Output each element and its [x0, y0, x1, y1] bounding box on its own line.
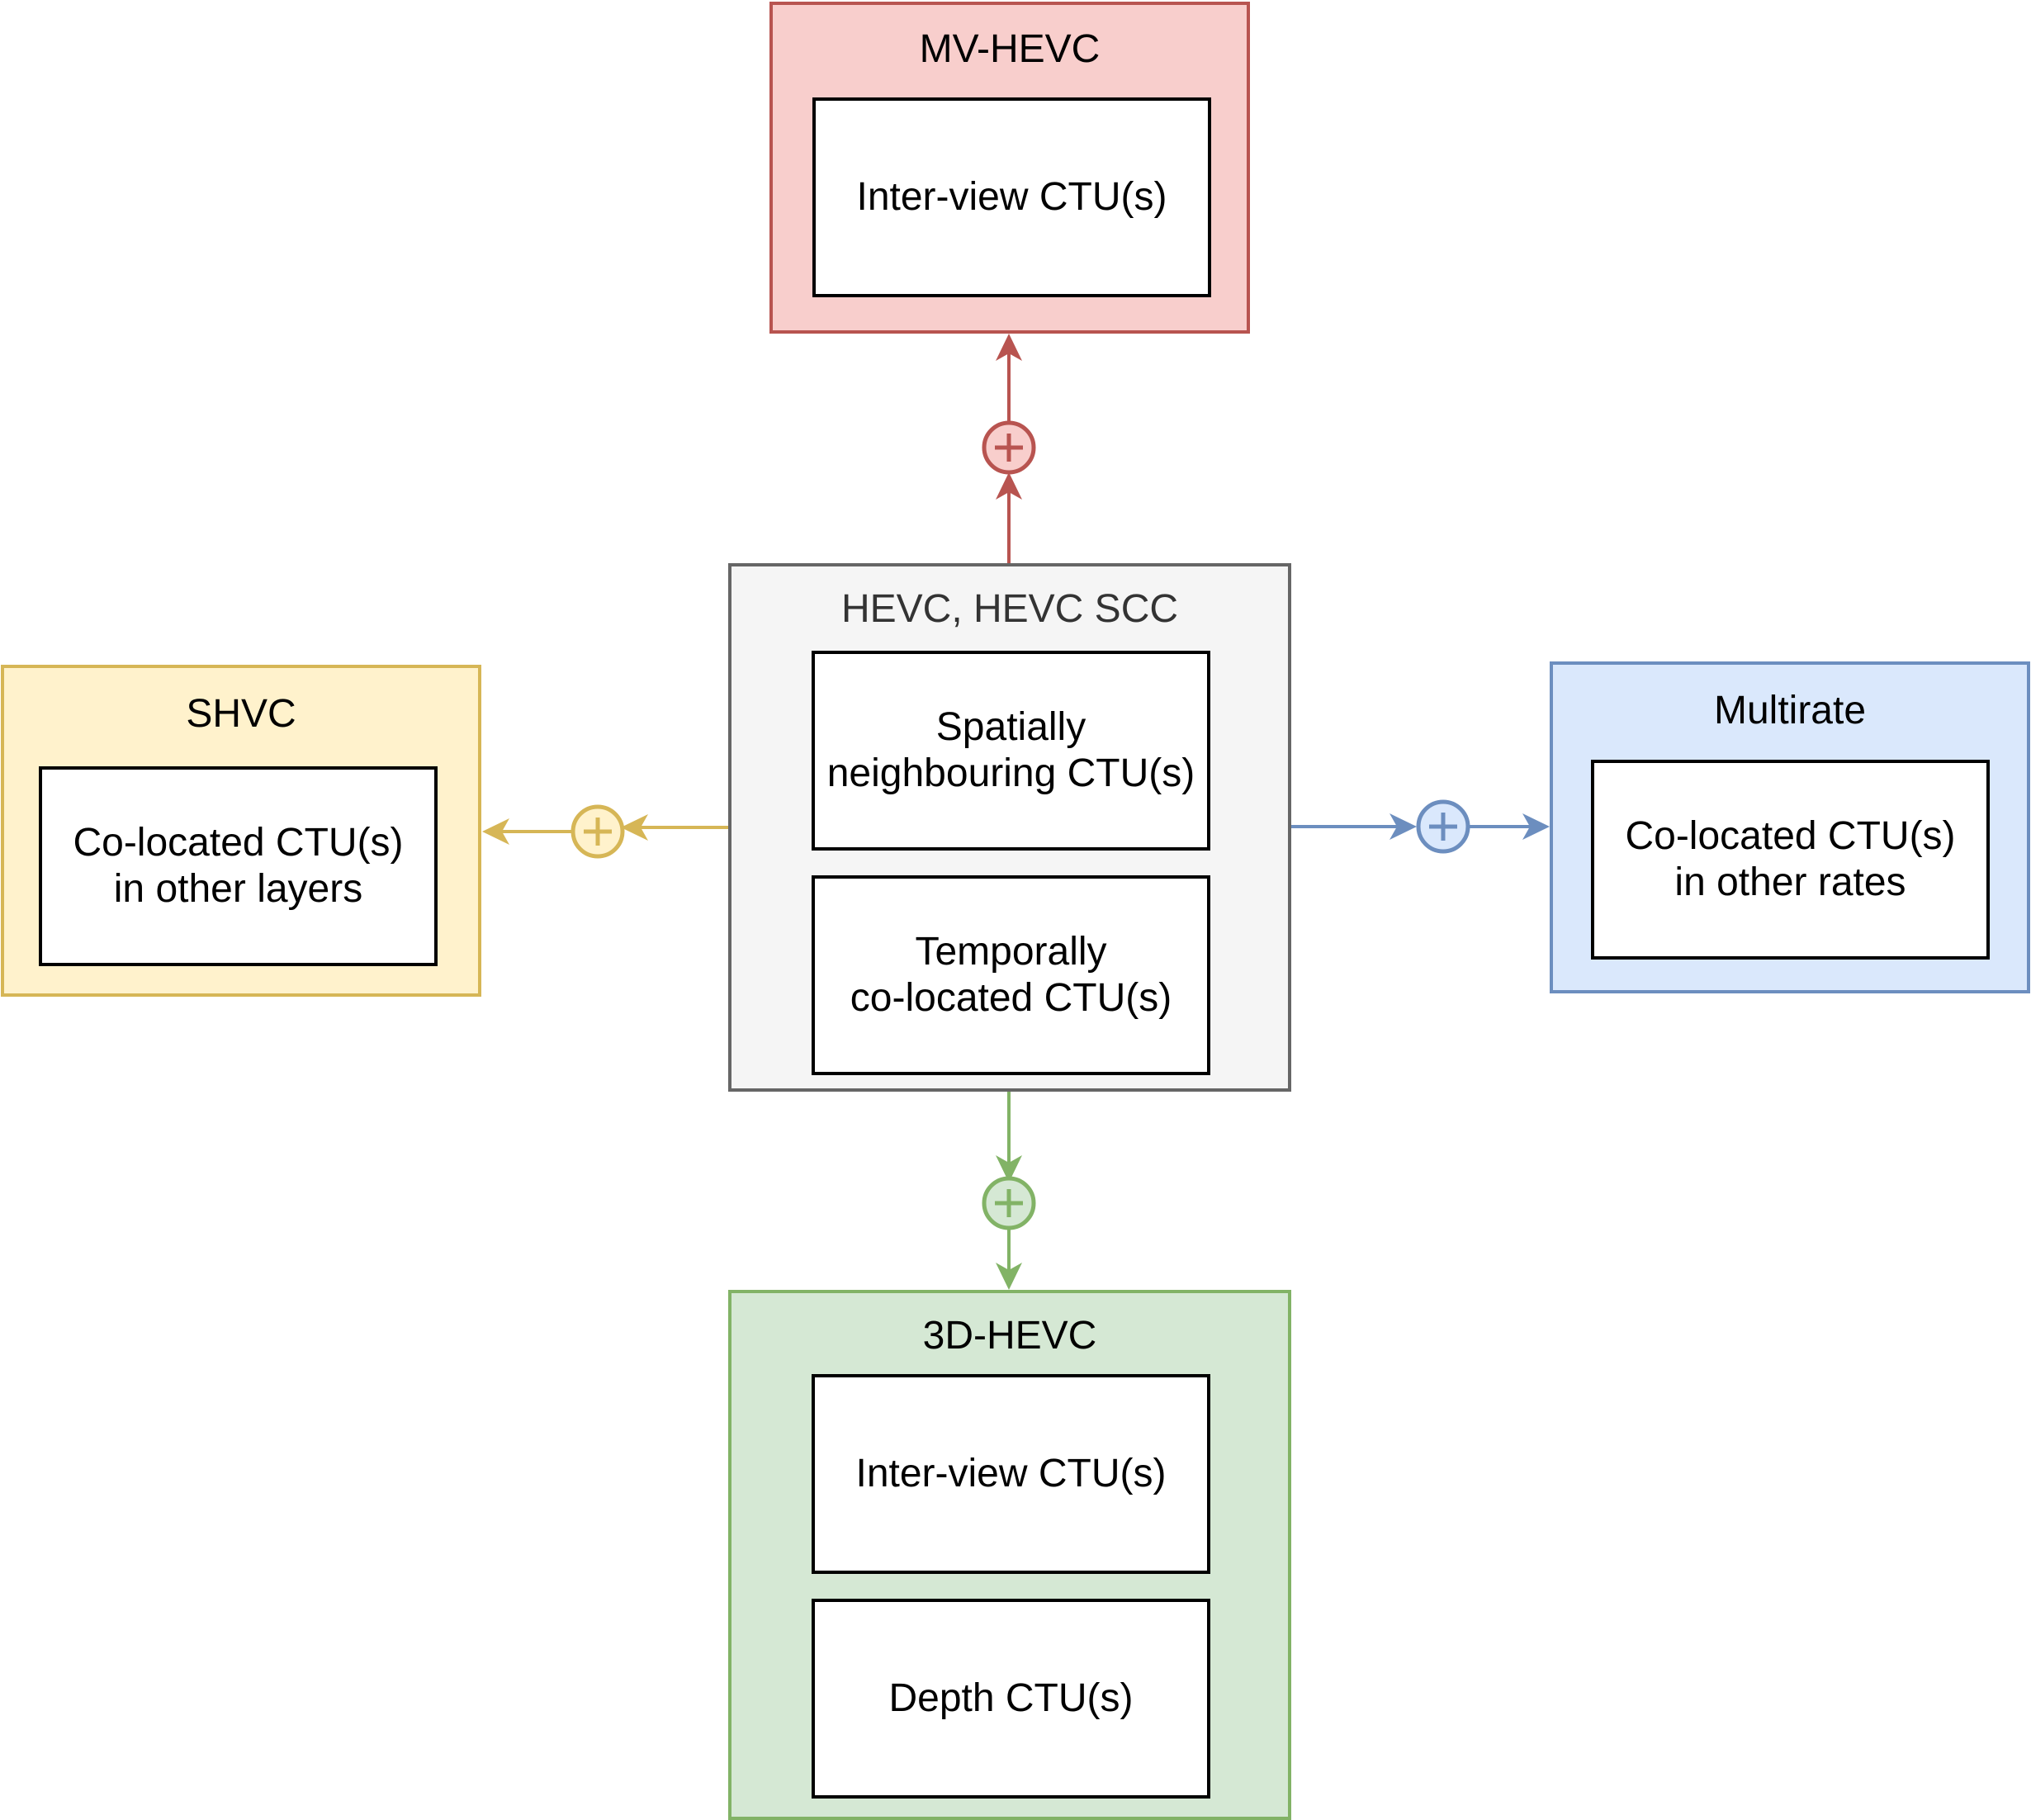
- 3d-hevc-depth-box: Depth CTU(s): [812, 1599, 1210, 1799]
- multirate-colocated-rates-box: Co-located CTU(s) in other rates: [1591, 760, 1990, 960]
- mv-hevc-title: MV-HEVC: [919, 27, 1101, 71]
- arrowhead-right-icon: [1522, 813, 1550, 840]
- edge-center-to-shvc: [482, 804, 728, 859]
- mv-hevc-group: MV-HEVC Inter-view CTU(s): [769, 2, 1250, 334]
- multirate-group: Multirate Co-located CTU(s) in other rat…: [1550, 661, 2030, 993]
- edge-center-to-mv-hevc: [982, 334, 1036, 563]
- shvc-title: SHVC: [186, 692, 296, 736]
- hevc-scc-group: HEVC, HEVC SCC Spatially neighbouring CT…: [728, 563, 1291, 1092]
- shvc-colocated-layers-box: Co-located CTU(s) in other layers: [39, 766, 438, 966]
- spatial-neighbour-box: Spatially neighbouring CTU(s): [812, 651, 1210, 851]
- multirate-title: Multirate: [1713, 689, 1867, 732]
- edge-center-to-3d-hevc: [982, 1092, 1036, 1290]
- temporal-colocated-box: Temporally co-located CTU(s): [812, 875, 1210, 1075]
- 3d-hevc-group: 3D-HEVC Inter-view CTU(s) Depth CTU(s): [728, 1290, 1291, 1820]
- mv-hevc-inter-view-box: Inter-view CTU(s): [812, 97, 1211, 297]
- shvc-group: SHVC Co-located CTU(s) in other layers: [1, 665, 481, 997]
- arrowhead-down-icon: [996, 1263, 1022, 1290]
- arrowhead-up-icon: [996, 334, 1022, 361]
- arrowhead-left-icon: [482, 818, 509, 845]
- hevc-scc-title: HEVC, HEVC SCC: [840, 587, 1179, 631]
- 3d-hevc-inter-view-box: Inter-view CTU(s): [812, 1374, 1210, 1574]
- edge-center-to-multirate: [1291, 799, 1550, 854]
- 3d-hevc-title: 3D-HEVC: [922, 1314, 1097, 1358]
